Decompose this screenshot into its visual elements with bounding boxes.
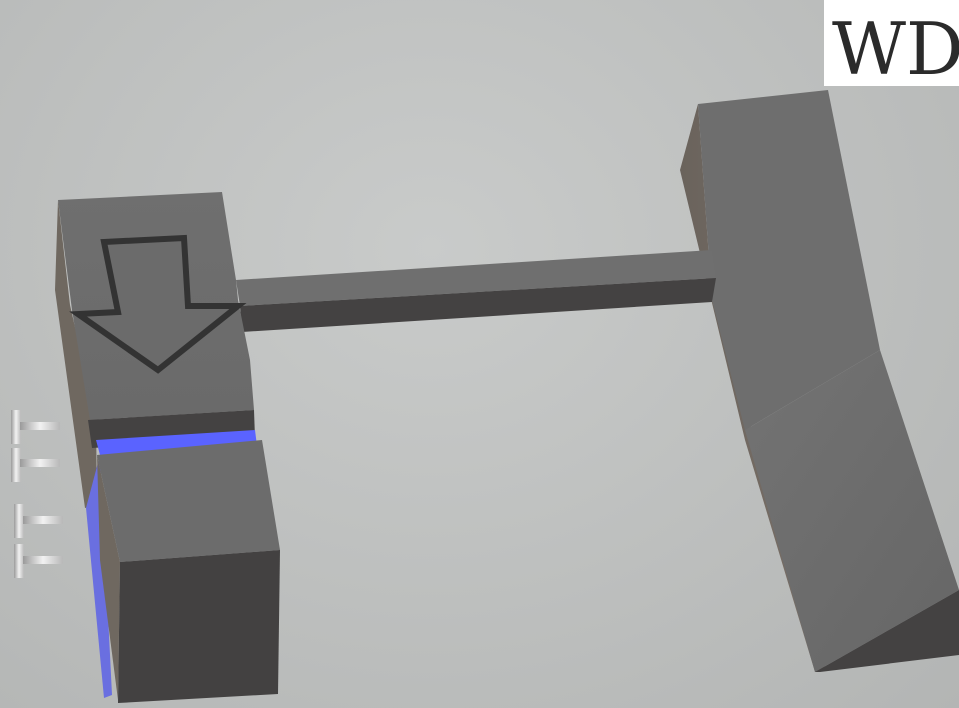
t-marker-icon-2[interactable] bbox=[11, 448, 60, 482]
wd-logo-mark: WD bbox=[832, 7, 959, 86]
right-block-side bbox=[680, 104, 825, 672]
lower-block-top bbox=[97, 440, 280, 562]
logo-letters: WD bbox=[832, 7, 959, 86]
selection-highlight bbox=[86, 430, 257, 698]
right-block-front bbox=[745, 350, 959, 672]
beam-front bbox=[240, 278, 716, 332]
lower-block-side bbox=[97, 455, 120, 700]
down-arrow-icon[interactable] bbox=[69, 234, 247, 374]
lower-block-front bbox=[118, 550, 280, 703]
right-block-top bbox=[698, 90, 880, 430]
t-marker-icon-4[interactable] bbox=[14, 544, 63, 578]
beam-top bbox=[236, 250, 716, 306]
upper-block-side bbox=[55, 200, 97, 508]
right-block-end bbox=[815, 590, 959, 672]
connecting-beam[interactable] bbox=[236, 250, 716, 332]
t-marker-icon-3[interactable] bbox=[14, 504, 63, 538]
wd-logo: WD bbox=[824, 0, 959, 86]
left-lower-block[interactable] bbox=[97, 440, 280, 703]
t-marker-icon-1[interactable] bbox=[11, 410, 60, 444]
right-block[interactable] bbox=[680, 90, 959, 672]
